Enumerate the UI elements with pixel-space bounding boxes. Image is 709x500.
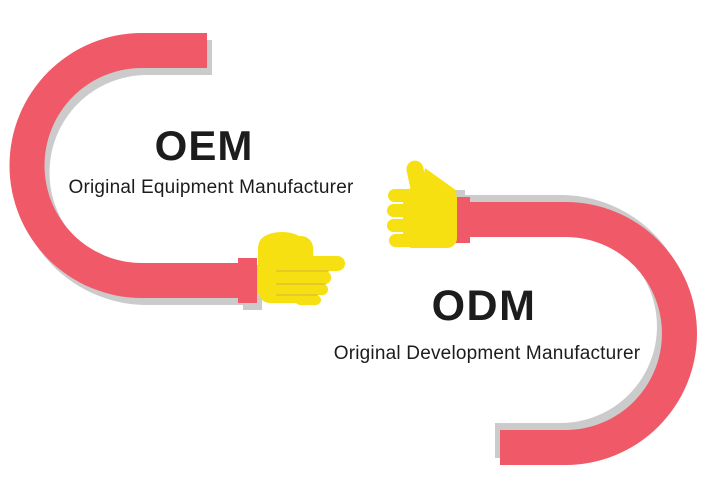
oem-sleeve-cuff bbox=[238, 258, 257, 303]
oem-arm-arc bbox=[9, 33, 257, 303]
odm-title: ODM bbox=[431, 282, 537, 330]
thumbs-up-icon bbox=[387, 160, 457, 248]
pointing-hand-finger-lines bbox=[276, 270, 329, 296]
odm-subtitle: Original Development Manufacturer bbox=[333, 343, 641, 364]
odm-arm-arc bbox=[454, 197, 697, 465]
oem-title: OEM bbox=[154, 122, 254, 169]
oem-subtitle: Original Equipment Manufacturer bbox=[68, 177, 354, 198]
odm-sleeve-cuff bbox=[454, 197, 470, 243]
pointing-hand-icon bbox=[258, 232, 345, 305]
